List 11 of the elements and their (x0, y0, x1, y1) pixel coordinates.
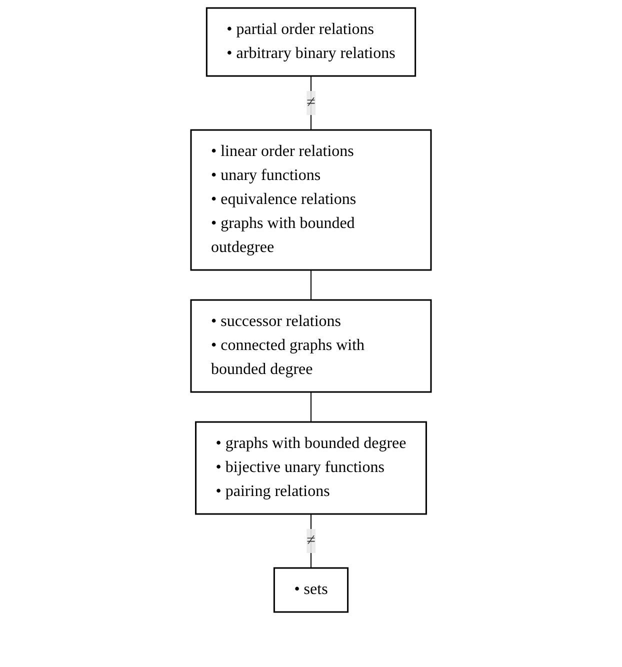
connector (310, 270, 312, 300)
node-box: • sets (273, 567, 349, 613)
connector (310, 514, 312, 568)
connector (310, 76, 312, 130)
edge-label: ≠ (306, 532, 316, 549)
node-box: • partial order relations • arbitrary binary relations (206, 7, 416, 77)
node-box: • graphs with bounded degree • bijective unary functions • pairing relations (195, 421, 427, 515)
node-box: • successor relations • connected graphs with bounded degree (190, 299, 432, 393)
node-box: • linear order relations • unary functions • equivalence relations • graphs with bounded outdegree (190, 129, 432, 271)
edge-label: ≠ (306, 94, 316, 111)
connector (310, 392, 312, 422)
